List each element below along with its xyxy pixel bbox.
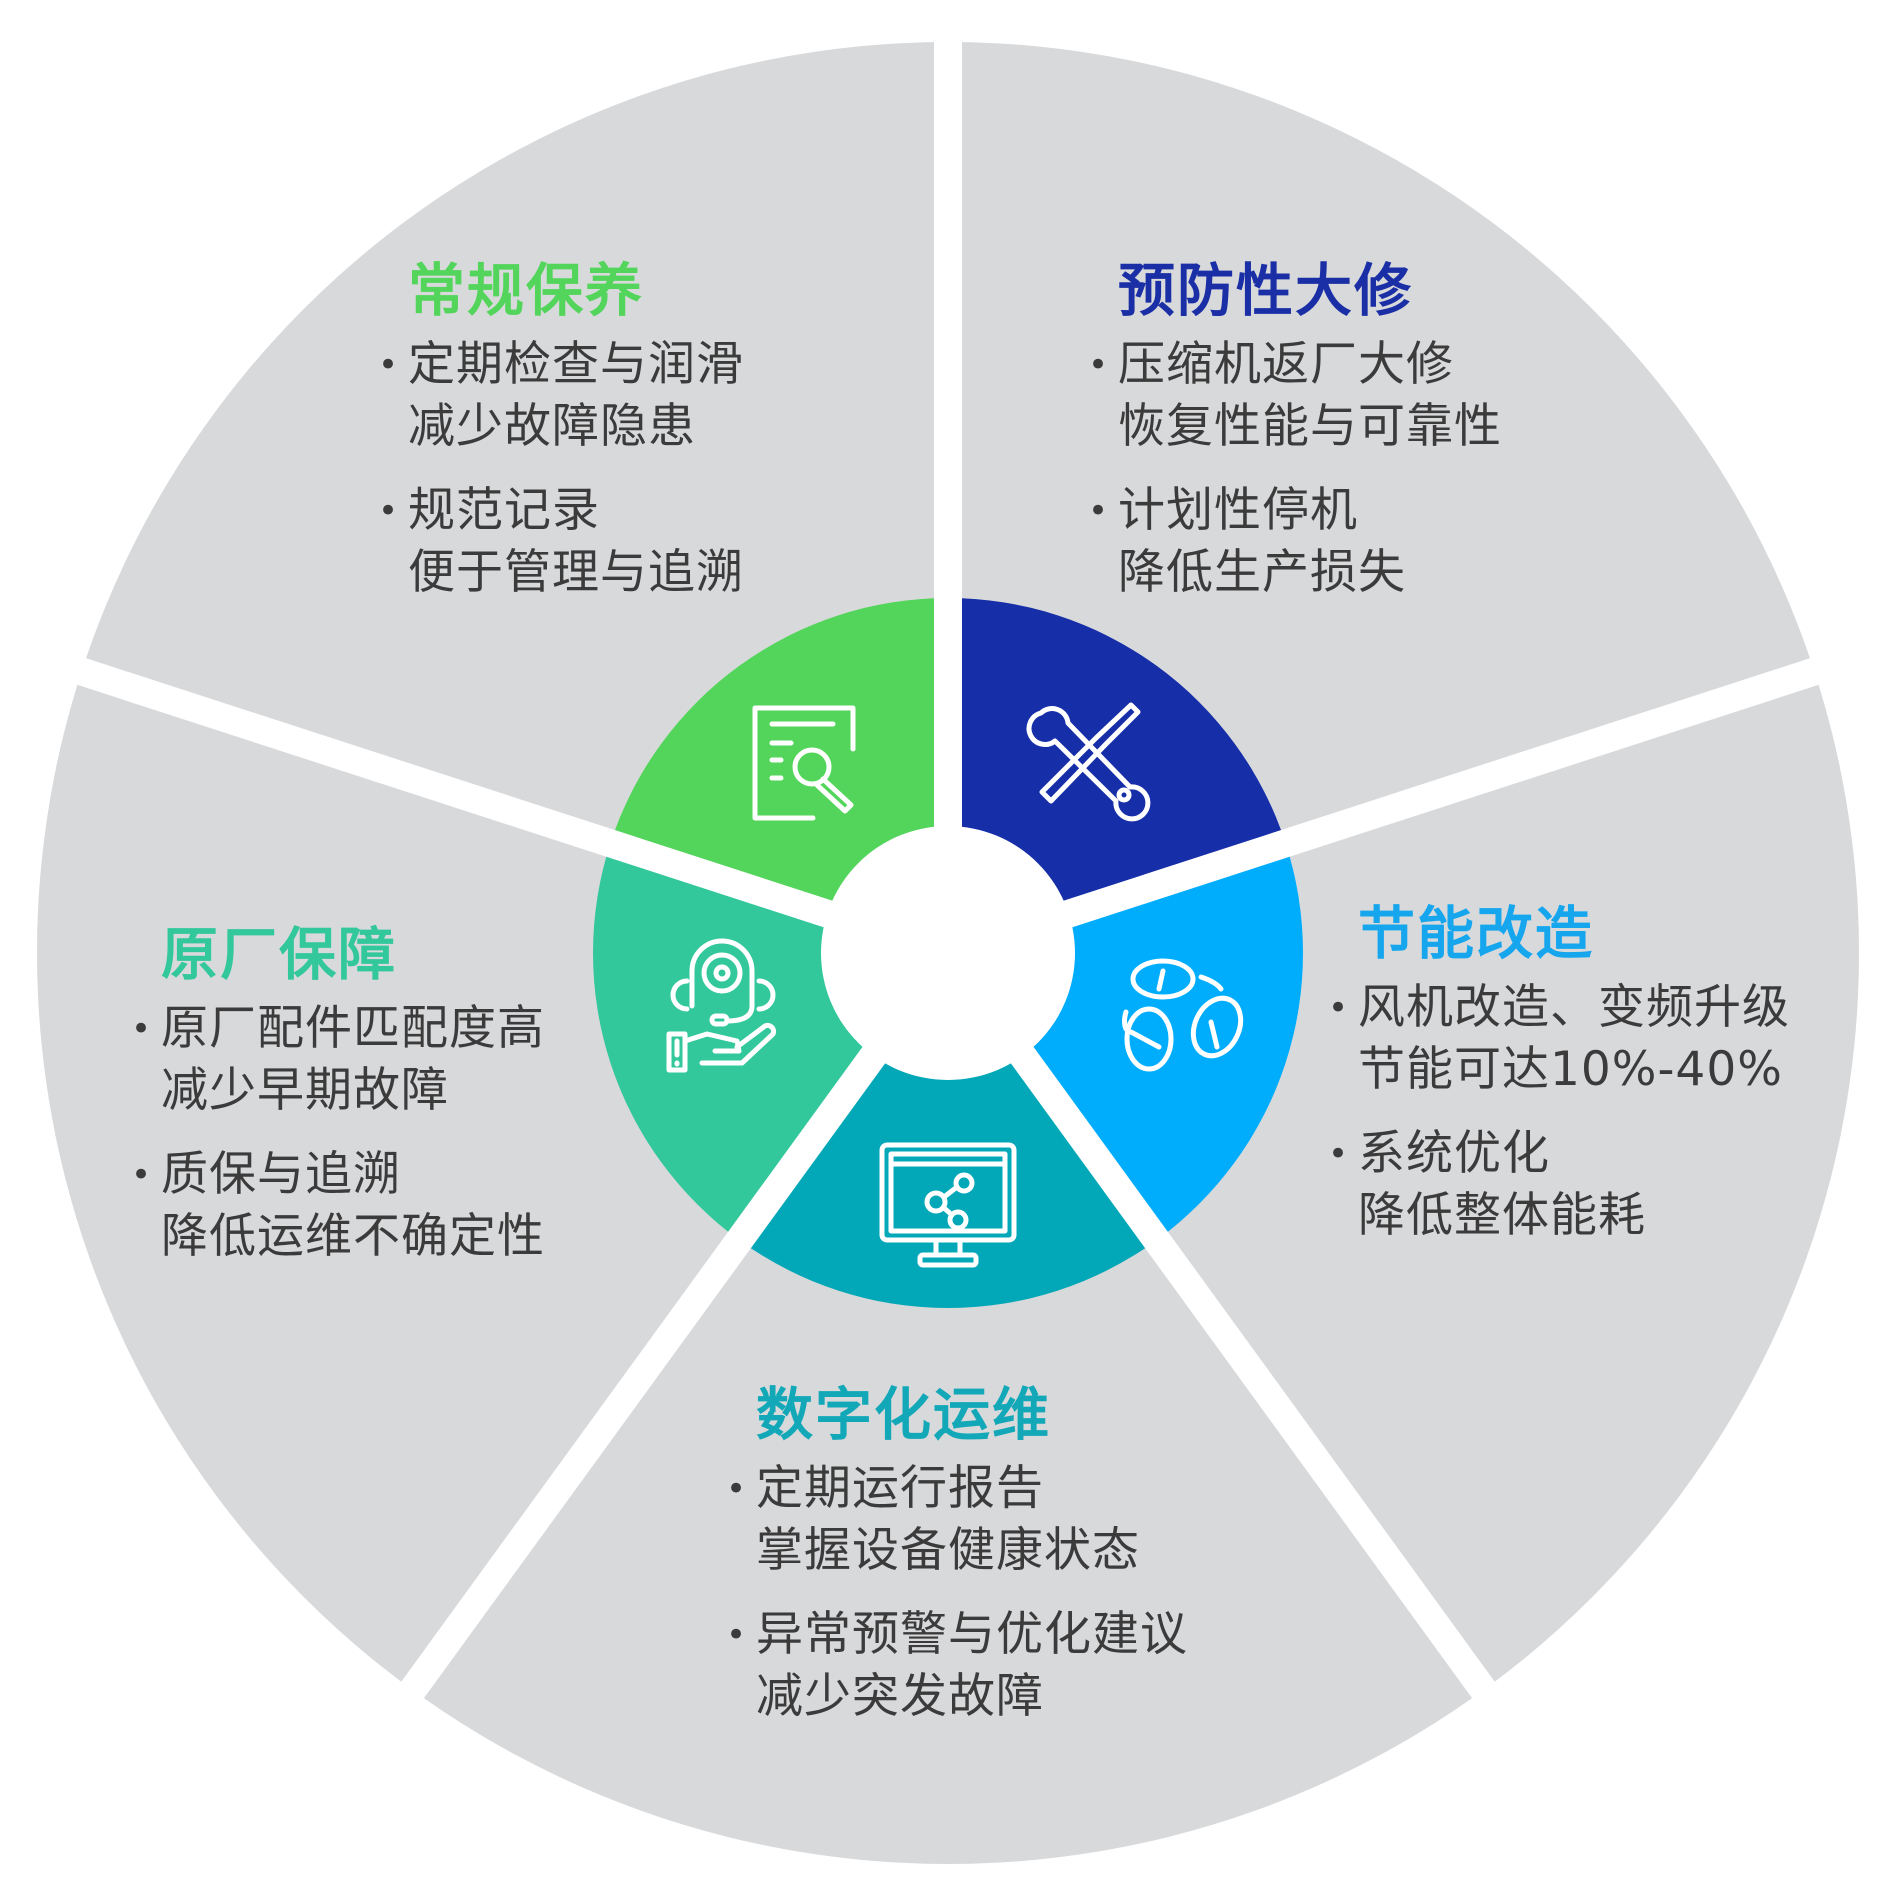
segment-divider bbox=[943, 643, 1866, 967]
segment-title: 节能改造 bbox=[1358, 901, 1594, 967]
item-line: 系统优化 bbox=[1358, 1126, 1550, 1181]
segment-divider bbox=[936, 944, 1524, 1738]
item-line: 降低运维不确定性 bbox=[161, 1209, 545, 1264]
item-line: 降低生产损失 bbox=[1118, 545, 1406, 600]
document-wrench-icon bbox=[752, 705, 856, 821]
bullet-item: •规范记录便于管理与追溯 bbox=[378, 480, 744, 604]
bullet-item: •质保与追溯降低运维不确定性 bbox=[131, 1144, 545, 1268]
bullet-dot: • bbox=[378, 491, 400, 531]
bullet-item: •压缩机返厂大修恢复性能与可靠性 bbox=[1088, 334, 1502, 458]
bullet-item: •风机改造、变频升级节能可达10%-40% bbox=[1328, 977, 1790, 1101]
bullet-dot: • bbox=[1328, 988, 1350, 1028]
item-line: 减少故障隐患 bbox=[408, 399, 696, 454]
item-line: 定期运行报告 bbox=[756, 1461, 1044, 1516]
segment-title: 原厂保障 bbox=[161, 922, 397, 988]
item-line: 节能可达10%-40% bbox=[1358, 1042, 1783, 1097]
bullet-item: •原厂配件匹配度高减少早期故障 bbox=[131, 998, 545, 1122]
segment-title: 数字化运维 bbox=[756, 1382, 1051, 1448]
bullet-item: •定期运行报告掌握设备健康状态 bbox=[726, 1458, 1188, 1582]
bullet-dot: • bbox=[1088, 345, 1110, 385]
item-line: 恢复性能与可靠性 bbox=[1118, 399, 1502, 454]
item-line: 减少突发故障 bbox=[756, 1669, 1044, 1724]
item-line: 风机改造、变频升级 bbox=[1358, 980, 1790, 1035]
bullet-dot: • bbox=[131, 1009, 153, 1049]
segment-oem-assurance: 原厂保障 •原厂配件匹配度高减少早期故障 •质保与追溯降低运维不确定性 bbox=[131, 922, 545, 1290]
item-line: 计划性停机 bbox=[1118, 483, 1358, 538]
segment-digital-ops: 数字化运维 •定期运行报告掌握设备健康状态 •异常预警与优化建议减少突发故障 bbox=[726, 1382, 1188, 1750]
monitor-share-icon bbox=[879, 1142, 1017, 1268]
segment-divider bbox=[30, 643, 953, 967]
bullet-dot: • bbox=[1328, 1134, 1350, 1174]
item-line: 减少早期故障 bbox=[161, 1063, 449, 1118]
bullet-item: •计划性停机降低生产损失 bbox=[1088, 480, 1502, 604]
support-hand-icon bbox=[666, 938, 777, 1073]
item-line: 原厂配件匹配度高 bbox=[161, 1001, 545, 1056]
item-line: 异常预警与优化建议 bbox=[756, 1607, 1188, 1662]
bullet-item: •系统优化降低整体能耗 bbox=[1328, 1123, 1790, 1247]
item-line: 质保与追溯 bbox=[161, 1147, 401, 1202]
item-line: 压缩机返厂大修 bbox=[1118, 337, 1454, 392]
bullet-dot: • bbox=[726, 1615, 748, 1655]
bullet-dot: • bbox=[726, 1469, 748, 1509]
item-line: 规范记录 bbox=[408, 483, 600, 538]
bullet-dot: • bbox=[1088, 491, 1110, 531]
segment-title: 预防性大修 bbox=[1118, 258, 1413, 324]
bullet-item: •定期检查与润滑减少故障隐患 bbox=[378, 334, 744, 458]
segment-routine-maintenance: 常规保养 •定期检查与润滑减少故障隐患 •规范记录便于管理与追溯 bbox=[378, 258, 744, 626]
segment-divider bbox=[372, 944, 960, 1738]
wrench-screwdriver-icon bbox=[1026, 702, 1151, 822]
item-line: 定期检查与润滑 bbox=[408, 337, 744, 392]
item-line: 降低整体能耗 bbox=[1358, 1188, 1646, 1243]
wedge-digital bbox=[739, 953, 1157, 1309]
segment-preventive-overhaul: 预防性大修 •压缩机返厂大修恢复性能与可靠性 •计划性停机降低生产损失 bbox=[1088, 258, 1502, 626]
bullet-dot: • bbox=[131, 1155, 153, 1195]
segment-energy-retrofit: 节能改造 •风机改造、变频升级节能可达10%-40% •系统优化降低整体能耗 bbox=[1328, 901, 1790, 1269]
bullet-item: •异常预警与优化建议减少突发故障 bbox=[726, 1604, 1188, 1728]
segment-title: 常规保养 bbox=[408, 258, 644, 324]
leaves-cycle-icon bbox=[1122, 958, 1244, 1072]
item-line: 便于管理与追溯 bbox=[408, 545, 744, 600]
item-line: 掌握设备健康状态 bbox=[756, 1523, 1140, 1578]
bullet-dot: • bbox=[378, 345, 400, 385]
